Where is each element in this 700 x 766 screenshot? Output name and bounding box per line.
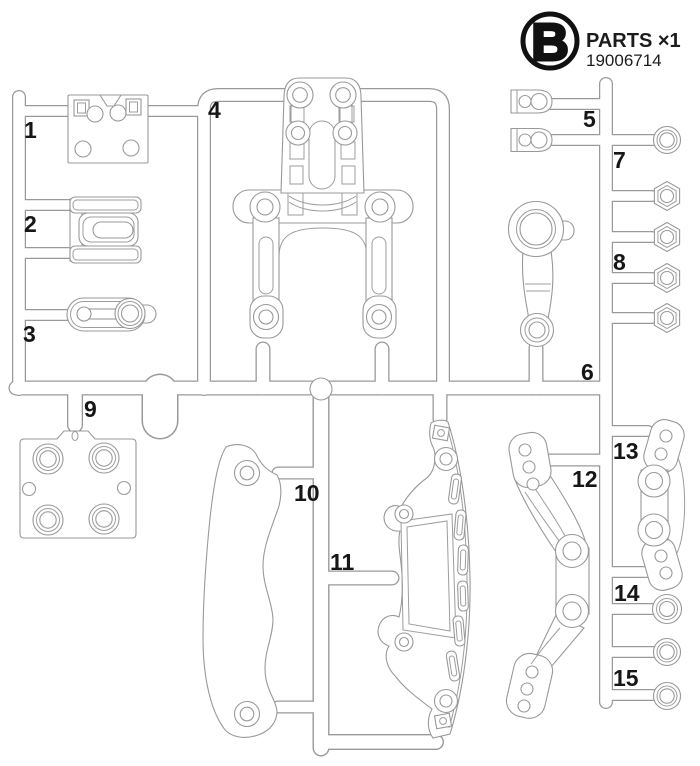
sprue-header: B PARTS ×1 19006714 [520,11,681,74]
part-5-drawing [510,89,553,153]
part-2-callout: 2 [24,211,37,237]
part-8-callout: 8 [613,249,626,275]
sprue-letter: B [531,14,569,72]
part-6-drawing [507,200,575,348]
part-12-callout: 12 [572,466,598,492]
part-1-drawing [67,94,149,164]
part-9-callout: 9 [84,396,97,422]
part-9-drawing [19,430,137,539]
part-14-drawing [651,593,683,667]
part-11-drawing [377,419,471,739]
part-6-callout: 6 [581,359,594,385]
sprue-letter-ring [520,11,580,71]
part-15-callout: 15 [613,665,639,691]
sprue-junction-ball [309,377,333,401]
part-10-callout: 10 [294,480,320,506]
part-12-drawing [505,431,590,719]
part-2-drawing [69,196,142,264]
part-13-callout: 13 [613,438,639,464]
parts-quantity-label: PARTS ×1 [586,30,681,52]
part-11-callout: 11 [330,549,355,575]
part-8-drawing [653,180,681,334]
part-4-callout: 4 [208,97,221,123]
part-7-callout: 7 [613,147,626,173]
part-14-callout: 14 [614,580,640,606]
part-4-drawing [232,77,414,339]
part-13-drawing [637,419,686,591]
part-10-drawing [202,444,282,738]
part-3-drawing [66,297,157,332]
part-1-callout: 1 [24,117,37,143]
part-3-callout: 3 [23,321,36,347]
part-5-callout: 5 [583,106,596,132]
part-15-drawing [652,681,682,711]
part-7-drawing [652,125,682,155]
part-callouts: 1 2 3 4 5 6 7 8 9 10 11 12 13 14 15 [23,97,640,691]
item-number: 19006714 [586,51,662,70]
